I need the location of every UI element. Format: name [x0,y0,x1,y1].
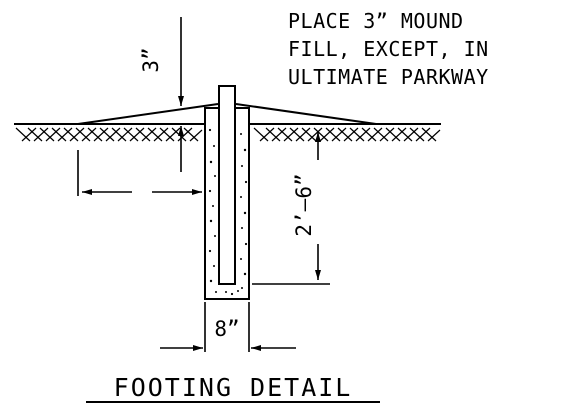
width-label: 8” [214,317,239,341]
note-line-2: FILL, EXCEPT, IN [288,37,489,61]
depth-dimension [252,132,330,285]
depth-label: 2’–6” [292,173,316,236]
drawing-title: FOOTING DETAIL [114,373,353,402]
mound-extent-dimension [77,150,202,196]
mound-note: PLACE 3” MOUND FILL, EXCEPT, IN ULTIMATE… [288,9,489,89]
concrete-stipple [208,128,248,296]
note-line-3: ULTIMATE PARKWAY [288,65,489,89]
mound-height-label: 3” [139,47,163,72]
ground-hatch-right [253,127,441,142]
post [218,85,236,285]
width-dimension [160,302,296,352]
mound-fill [77,103,377,125]
ground-hatch-left [15,127,203,142]
note-line-1: PLACE 3” MOUND [288,9,464,33]
